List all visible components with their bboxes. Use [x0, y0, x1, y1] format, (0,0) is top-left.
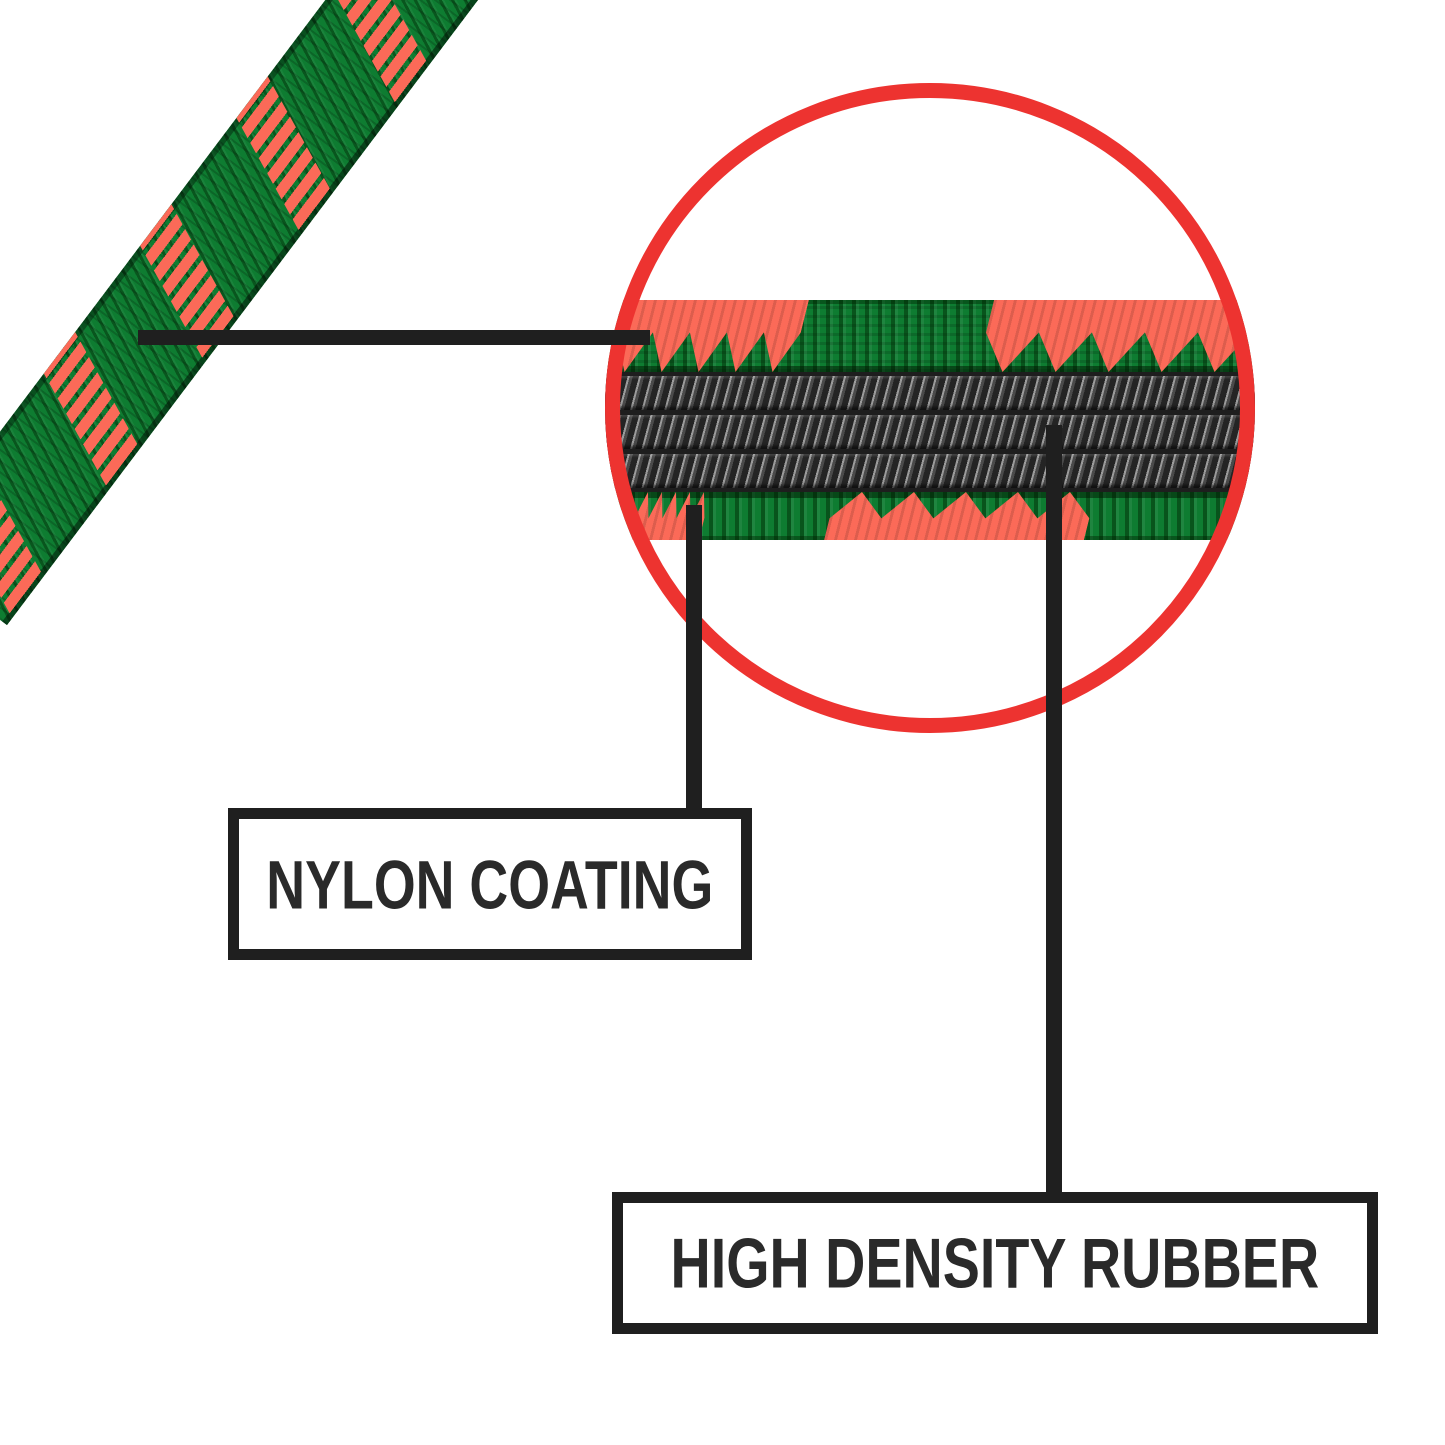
nylon-red-accent [976, 300, 1255, 372]
rubber-strand [605, 454, 1255, 488]
rope-red-accent [0, 459, 44, 619]
rubber-strand [605, 415, 1255, 449]
rope-red-accent [332, 0, 429, 107]
rubber-core-layer [605, 372, 1255, 492]
magnified-cross-section [605, 83, 1255, 733]
bungee-cord-rope [0, 0, 501, 626]
nylon-coating-text: NYLON COATING [266, 845, 714, 923]
nylon-layer-bottom [605, 492, 1255, 540]
nylon-layer-top [605, 300, 1255, 372]
rubber-strand [605, 376, 1255, 410]
cord-cross-section-band [605, 300, 1255, 540]
rope-red-accent [236, 76, 333, 235]
connector-line-horizontal [138, 330, 650, 345]
connector-line-rubber [1046, 425, 1062, 1200]
label-high-density-rubber: HIGH DENSITY RUBBER [612, 1192, 1378, 1334]
label-nylon-coating: NYLON COATING [228, 808, 752, 960]
rope-red-accent [43, 331, 140, 491]
connector-line-nylon [686, 505, 702, 817]
high-density-rubber-text: HIGH DENSITY RUBBER [670, 1223, 1320, 1303]
